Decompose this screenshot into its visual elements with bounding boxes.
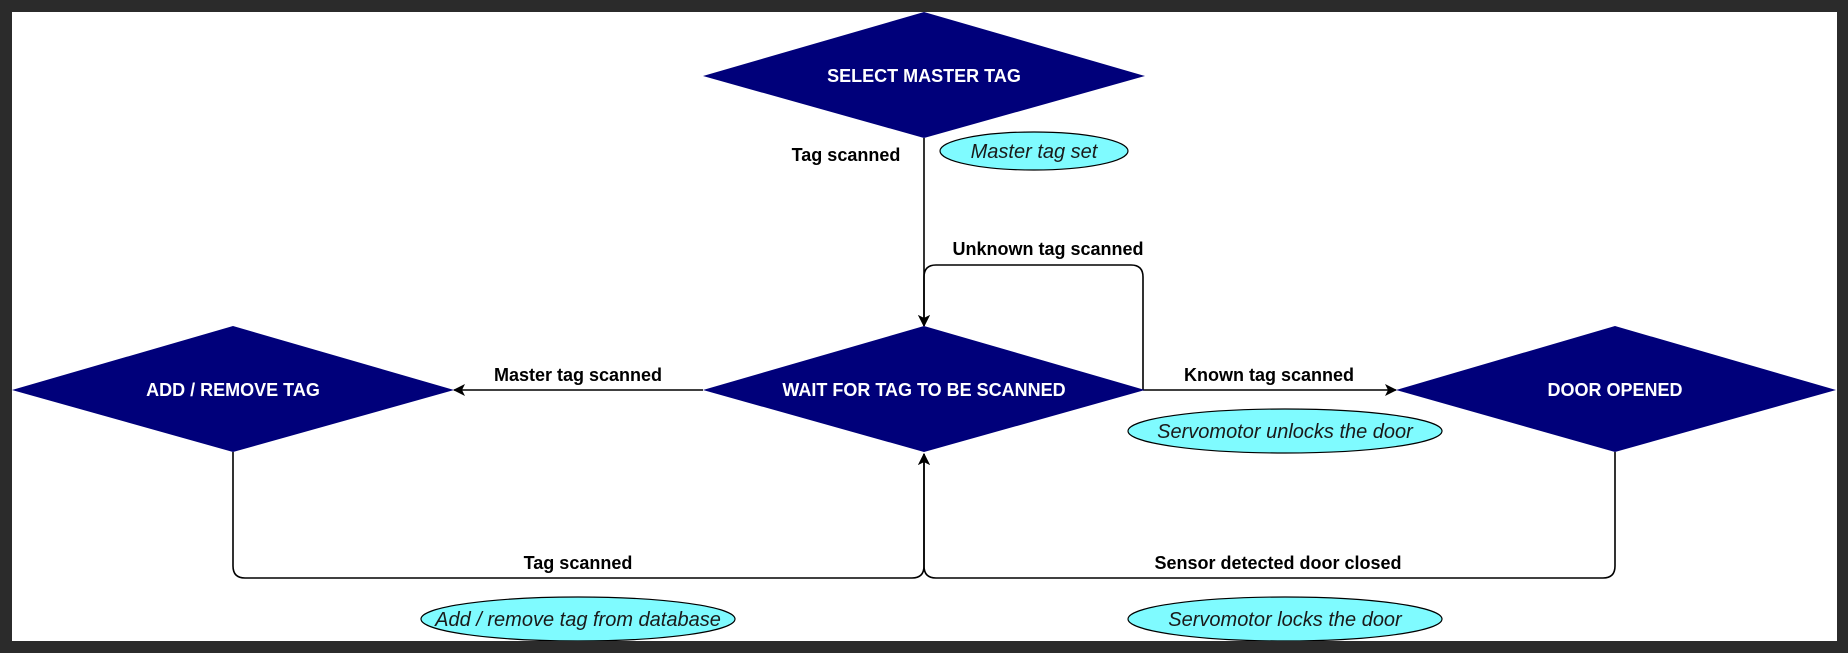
state-diagram: SELECT MASTER TAG WAIT FOR TAG TO BE SCA… <box>12 12 1836 641</box>
edge-add-remove-to-wait <box>232 452 930 579</box>
action-add-remove-db: Add / remove tag from database <box>420 596 736 641</box>
state-door-opened: DOOR OPENED <box>1396 326 1836 452</box>
action-lock-door-label: Servomotor locks the door <box>1168 609 1403 631</box>
state-door-opened-label: DOOR OPENED <box>1547 380 1682 400</box>
state-add-remove-tag-label: ADD / REMOVE TAG <box>146 380 320 400</box>
label-unknown-tag-scanned: Unknown tag scanned <box>952 239 1143 259</box>
edge-door-opened-to-wait <box>918 452 1616 579</box>
state-wait-for-tag: WAIT FOR TAG TO BE SCANNED <box>703 326 1145 452</box>
action-master-tag-set: Master tag set <box>939 131 1129 171</box>
state-wait-for-tag-shape <box>703 326 1145 452</box>
action-unlock-door-shape <box>1127 408 1443 454</box>
state-select-master-tag-shape <box>703 12 1145 138</box>
diagram-canvas: SELECT MASTER TAG WAIT FOR TAG TO BE SCA… <box>12 12 1837 641</box>
action-master-tag-set-shape <box>939 131 1129 171</box>
label-tag-scanned-bottom: Tag scanned <box>524 553 633 573</box>
label-known-tag-scanned: Known tag scanned <box>1184 365 1354 385</box>
action-lock-door: Servomotor locks the door <box>1127 596 1443 641</box>
action-add-remove-db-shape <box>420 596 736 641</box>
state-select-master-tag: SELECT MASTER TAG <box>703 12 1145 138</box>
action-master-tag-set-label: Master tag set <box>971 141 1099 163</box>
edge-unknown-loop <box>918 264 1144 390</box>
state-add-remove-tag-shape <box>12 326 454 452</box>
action-unlock-door-label: Servomotor unlocks the door <box>1157 421 1414 443</box>
state-wait-for-tag-label: WAIT FOR TAG TO BE SCANNED <box>782 380 1065 400</box>
state-door-opened-shape <box>1396 326 1836 452</box>
action-lock-door-shape <box>1127 596 1443 641</box>
action-add-remove-db-label: Add / remove tag from database <box>434 609 721 631</box>
label-sensor-door-closed: Sensor detected door closed <box>1154 553 1401 573</box>
label-master-tag-scanned: Master tag scanned <box>494 365 662 385</box>
state-select-master-tag-label: SELECT MASTER TAG <box>827 66 1021 86</box>
action-unlock-door: Servomotor unlocks the door <box>1127 408 1443 454</box>
label-tag-scanned-top: Tag scanned <box>792 145 901 165</box>
state-add-remove-tag: ADD / REMOVE TAG <box>12 326 454 452</box>
